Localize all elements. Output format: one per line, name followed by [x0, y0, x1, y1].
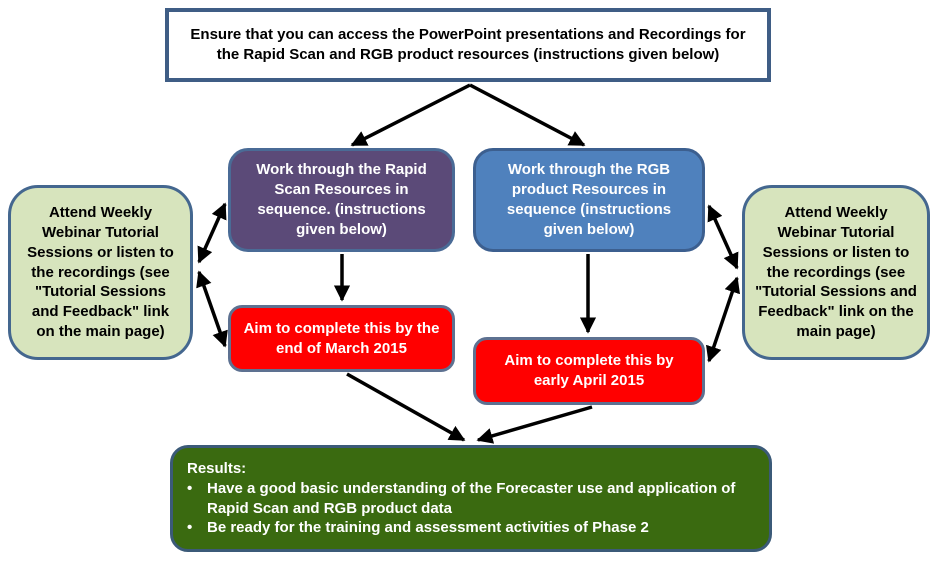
node-deadline-march: Aim to complete this by the end of March…	[228, 305, 455, 372]
node-rgb-product-resources-label: Work through the RGB product Resources i…	[506, 161, 672, 238]
arrow-top-to-rgb	[469, 83, 586, 147]
arrow-webinar-left-march	[196, 270, 228, 348]
node-webinar-sessions-left: Attend Weekly Webinar Tutorial Sessions …	[8, 185, 193, 360]
arrow-webinar-left-rapid	[197, 202, 227, 264]
arrow-webinar-right-rgb	[707, 204, 739, 270]
node-webinar-sessions-right: Attend Weekly Webinar Tutorial Sessions …	[742, 185, 930, 360]
results-title: Results:	[187, 459, 247, 477]
bullet-icon: •	[187, 519, 193, 537]
results-bullet-2: • Be ready for the training and assessme…	[187, 518, 659, 538]
arrow-top-to-rapid-scan	[350, 83, 471, 147]
node-access-resources-label: Ensure that you can access the PowerPoin…	[190, 26, 746, 63]
node-deadline-march-label: Aim to complete this by the end of March…	[243, 319, 440, 357]
node-access-resources: Ensure that you can access the PowerPoin…	[165, 8, 771, 82]
arrow-april-to-results	[476, 405, 593, 444]
node-deadline-april: Aim to complete this by early April 2015	[473, 337, 705, 405]
arrow-march-to-results	[346, 372, 466, 442]
bullet-icon: •	[187, 479, 193, 497]
results-bullet-2-text: Be ready for the training and assessment…	[207, 519, 649, 537]
results-bullet-1-text: Have a good basic understanding of the F…	[207, 479, 736, 517]
node-deadline-april-label: Aim to complete this by early April 2015	[504, 352, 674, 389]
results-bullet-1: • Have a good basic understanding of the…	[187, 479, 755, 519]
node-results: Results: • Have a good basic understandi…	[170, 445, 772, 552]
node-webinar-sessions-right-label: Attend Weekly Webinar Tutorial Sessions …	[755, 204, 917, 340]
node-rgb-product-resources: Work through the RGB product Resources i…	[473, 148, 705, 252]
node-rapid-scan-resources-label: Work through the Rapid Scan Resources in…	[256, 161, 427, 238]
node-webinar-sessions-left-label: Attend Weekly Webinar Tutorial Sessions …	[27, 204, 174, 340]
arrow-webinar-right-april	[706, 276, 740, 363]
node-rapid-scan-resources: Work through the Rapid Scan Resources in…	[228, 148, 455, 252]
